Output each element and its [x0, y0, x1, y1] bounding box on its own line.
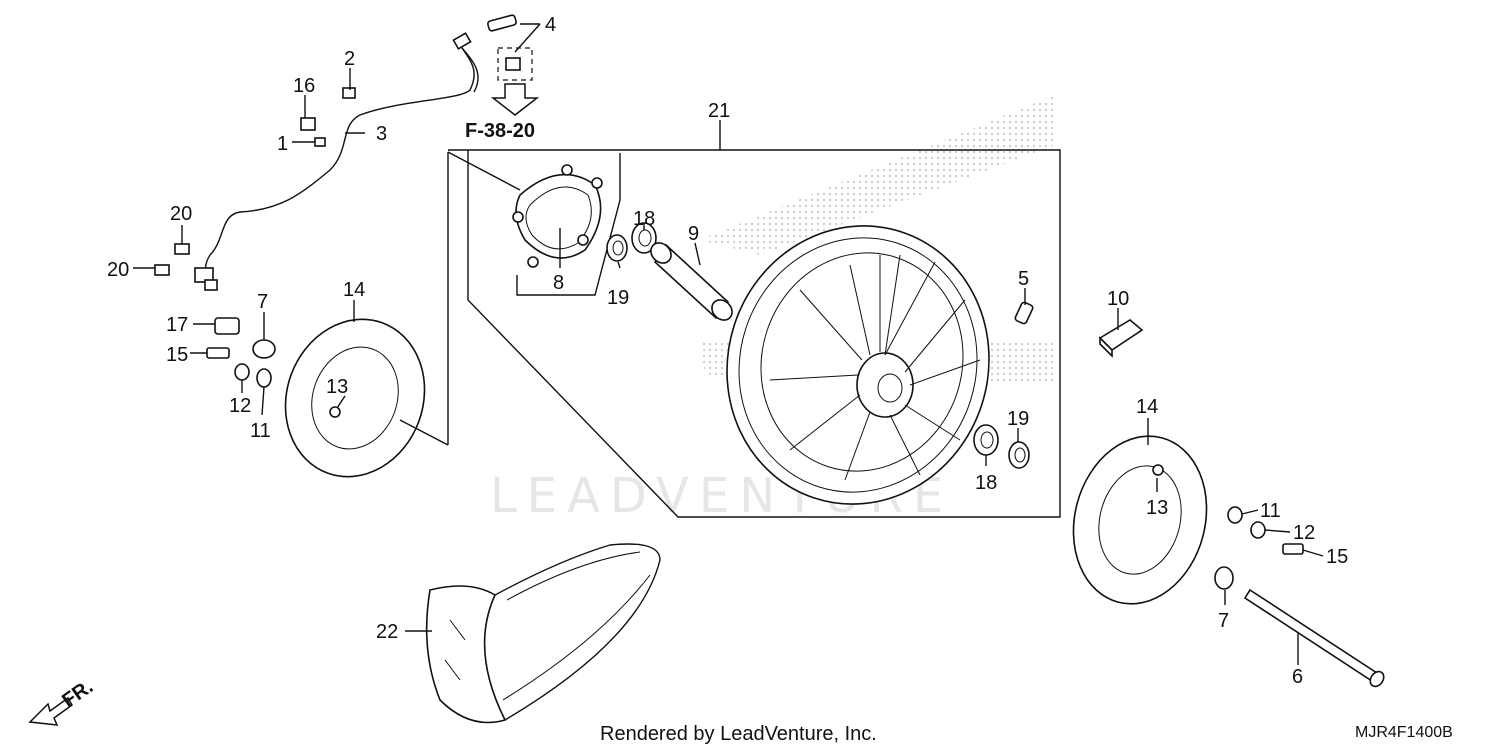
callout-4: 4	[545, 14, 556, 36]
callout-16: 16	[293, 75, 315, 97]
wheel-rim-21	[726, 225, 990, 505]
callout-18b: 18	[975, 472, 997, 494]
bolt-20a	[174, 243, 190, 255]
callout-7a: 7	[257, 291, 268, 313]
reference-label: F-38-20	[465, 120, 535, 142]
bearing-19a	[606, 234, 628, 262]
footer-rendered-by: Rendered by LeadVenture, Inc.	[600, 723, 877, 745]
brake-disc-left-14	[284, 318, 426, 478]
bolt-15b	[1282, 543, 1304, 555]
axle-6	[1243, 588, 1385, 688]
callout-19b: 19	[1007, 408, 1029, 430]
callout-11a: 11	[250, 420, 271, 442]
callout-12a: 12	[229, 395, 251, 417]
abs-sensor-wire	[194, 32, 479, 291]
valve-5	[1014, 301, 1034, 325]
callout-21: 21	[708, 100, 730, 122]
callout-13b: 13	[1146, 497, 1168, 519]
bolt-17	[214, 317, 240, 335]
brake-disc-right-14	[1072, 435, 1208, 605]
collar-7b	[1214, 566, 1234, 590]
callout-15a: 15	[166, 344, 188, 366]
callout-19a: 19	[607, 287, 629, 309]
callouts: 4 2 16 1 3 20 20 17 15 7 12 11 14 13 21 …	[107, 14, 1348, 688]
washer-11a	[256, 368, 272, 388]
callout-15b: 15	[1326, 546, 1348, 568]
leader-lines	[133, 23, 1324, 665]
callout-10: 10	[1107, 288, 1129, 310]
bearing-19b	[1008, 441, 1030, 469]
clip-1	[314, 137, 326, 147]
front-direction-arrow-icon: FR.	[28, 676, 97, 726]
callout-13a: 13	[326, 376, 348, 398]
callout-12b: 12	[1293, 522, 1315, 544]
callout-8: 8	[553, 272, 564, 294]
callout-5: 5	[1018, 268, 1029, 290]
callout-17: 17	[166, 314, 188, 336]
connector-4	[487, 14, 521, 71]
wheel-shadow	[700, 95, 1055, 255]
reference-arrow-icon	[490, 83, 540, 116]
callout-14a: 14	[343, 279, 365, 301]
bolt-20b	[154, 264, 170, 276]
assembly-21-outline	[448, 149, 1061, 518]
callout-9: 9	[688, 223, 699, 245]
sensor-ring-8	[512, 164, 603, 268]
callout-7b: 7	[1218, 610, 1229, 632]
callout-14b: 14	[1136, 396, 1158, 418]
callout-3: 3	[376, 123, 387, 145]
callout-22: 22	[376, 621, 398, 643]
balance-weight-10	[1098, 319, 1144, 358]
callout-20a: 20	[170, 203, 192, 225]
bolt-15a	[206, 347, 230, 359]
tire-22	[425, 543, 661, 724]
callout-20b: 20	[107, 259, 129, 281]
washer-11b	[1227, 506, 1243, 524]
callout-11b: 11	[1260, 500, 1281, 522]
diagram-code: MJR4F1400B	[1355, 724, 1453, 741]
collar-7a	[252, 339, 276, 359]
clip-2	[342, 87, 356, 99]
callout-6: 6	[1292, 666, 1303, 688]
bolt-16	[300, 117, 316, 131]
bearing-18b	[973, 424, 999, 456]
spacer-collar-9	[650, 242, 733, 321]
callout-18a: 18	[633, 208, 655, 230]
nut-12b	[1250, 521, 1266, 539]
reference-dashed-box	[497, 47, 533, 81]
callout-2: 2	[344, 48, 355, 70]
callout-1: 1	[277, 133, 288, 155]
nut-12a	[234, 363, 250, 381]
